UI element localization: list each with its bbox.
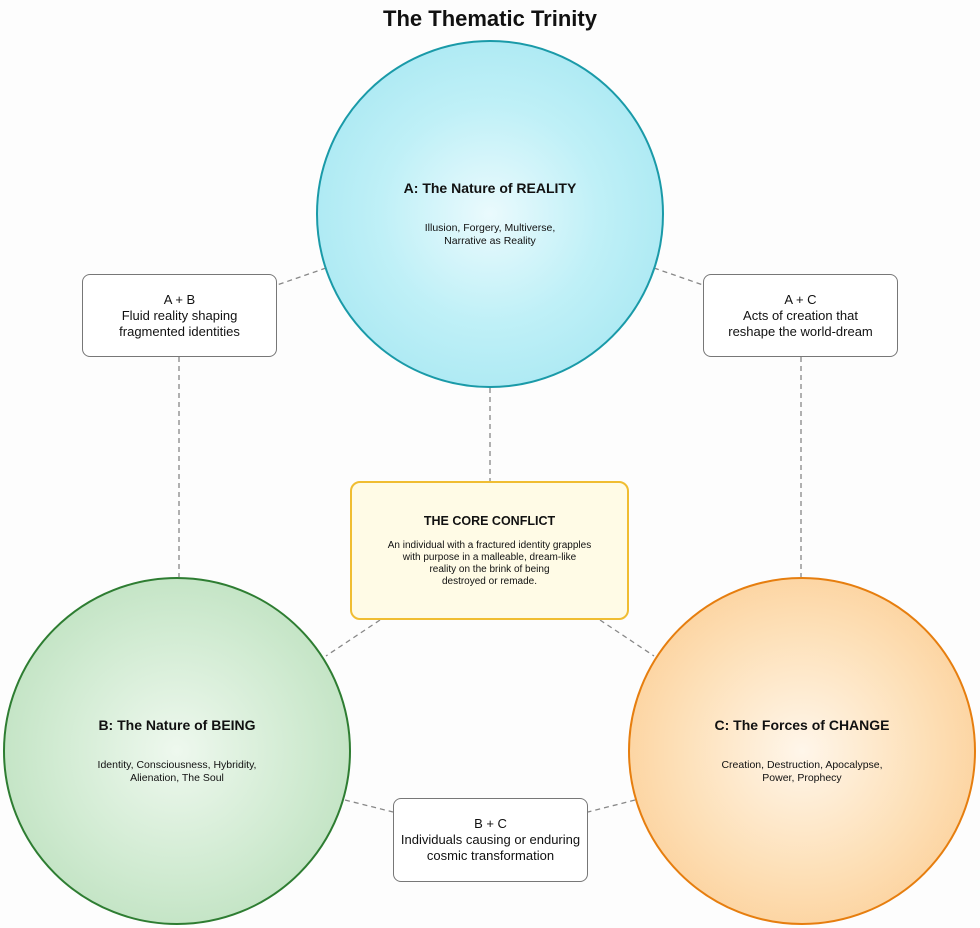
connector-b-bc [344, 799, 394, 813]
pair-box-ac: A + C Acts of creation that reshape the … [703, 274, 898, 357]
pair-bc-label: B + C [474, 816, 507, 831]
pair-bc-text: Individuals causing or enduring cosmic t… [400, 832, 581, 863]
circle-change-body: Creation, Destruction, Apocalypse, Power… [721, 759, 883, 784]
circle-being-body: Identity, Consciousness, Hybridity, Alie… [97, 759, 257, 784]
core-conflict-body: An individual with a fractured identity … [387, 539, 592, 587]
circle-reality-heading: A: The Nature of REALITY [403, 180, 577, 196]
core-conflict-box: THE CORE CONFLICT An individual with a f… [350, 481, 629, 620]
circle-reality: A: The Nature of REALITY Illusion, Forge… [316, 40, 664, 388]
pair-ac-label: A + C [784, 291, 817, 307]
circle-being-heading: B: The Nature of BEING [98, 717, 256, 733]
connector-a-ac [653, 267, 704, 286]
circle-being: B: The Nature of BEING Identity, Conscio… [3, 577, 351, 925]
diagram-title: The Thematic Trinity [383, 6, 597, 31]
pair-ac-text: Acts of creation that reshape the world-… [728, 307, 873, 339]
connector-core-b [325, 619, 381, 657]
connector-core-c [599, 619, 655, 657]
pair-box-ab: A + B Fluid reality shaping fragmented i… [82, 274, 277, 357]
pair-ab-label: A + B [163, 291, 196, 307]
connector-c-bc [587, 799, 636, 813]
core-conflict-heading: THE CORE CONFLICT [423, 513, 556, 528]
circle-reality-body: Illusion, Forgery, Multiverse, Narrative… [424, 222, 556, 247]
circle-change-heading: C: The Forces of CHANGE [714, 717, 890, 733]
circle-change: C: The Forces of CHANGE Creation, Destru… [628, 577, 976, 925]
pair-box-bc: B + C Individuals causing or enduring co… [393, 798, 588, 882]
pair-ab-text: Fluid reality shaping fragmented identit… [119, 307, 240, 339]
connector-a-ab [276, 267, 327, 286]
